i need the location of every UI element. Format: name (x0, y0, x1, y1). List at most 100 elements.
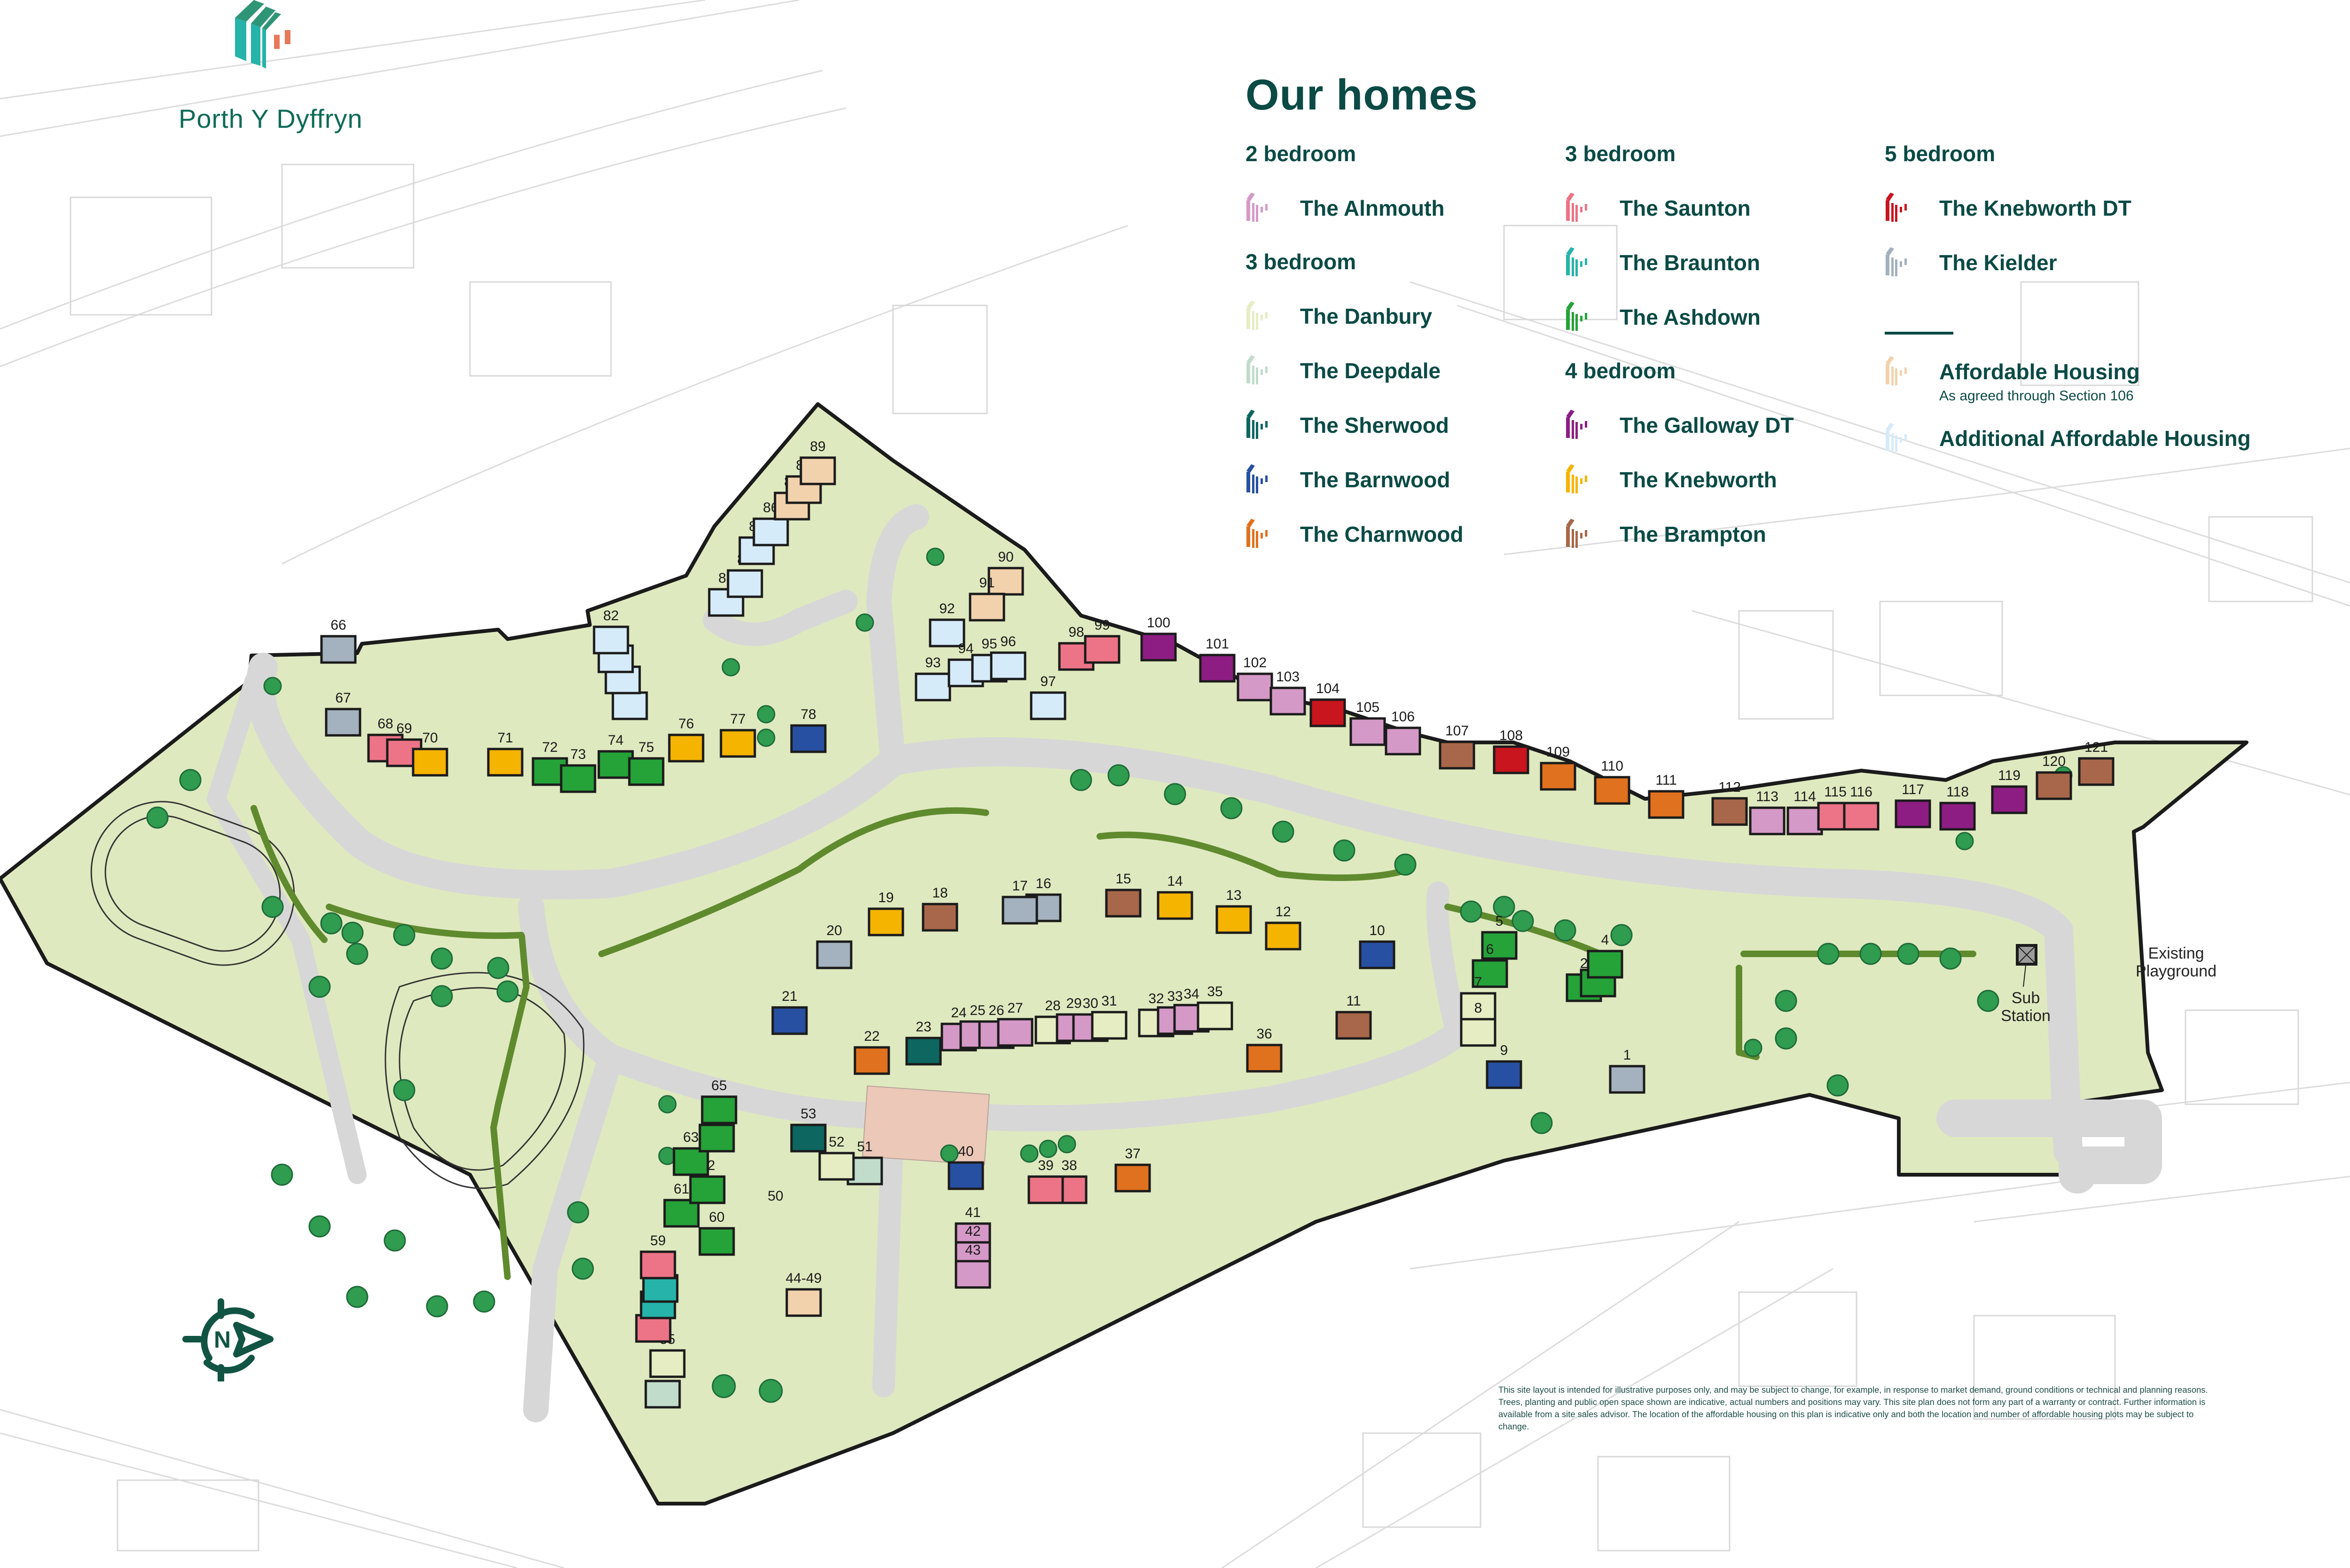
plot-5[interactable]: 5 (1481, 913, 1518, 960)
plot-108[interactable]: 108 (1493, 728, 1529, 774)
legend-item-ashdown[interactable]: The Ashdown (1565, 302, 1885, 331)
plot-20[interactable]: 20 (816, 923, 853, 969)
plot-114[interactable]: 114 (1786, 789, 1823, 835)
legend-item-deepdale[interactable]: The Deepdale (1246, 355, 1565, 384)
plot-106[interactable]: 106 (1385, 709, 1421, 756)
plot-19[interactable]: 19 (868, 890, 904, 936)
plot-70[interactable]: 70 (412, 730, 448, 777)
legend-item-sherwood[interactable]: The Sherwood (1246, 410, 1565, 439)
plot-8[interactable]: 8 (1460, 1000, 1496, 1047)
plot-66[interactable]: 66 (320, 617, 357, 664)
legend-item-galloway-dt[interactable]: The Galloway DT (1565, 410, 1885, 439)
plot-17[interactable]: 17 (1002, 878, 1038, 925)
plot-39[interactable]: 39 (1027, 1158, 1064, 1204)
plot-118[interactable]: 118 (1939, 784, 1976, 831)
plot-60[interactable]: 60 (698, 1209, 735, 1256)
plot-63[interactable]: 63 (673, 1130, 709, 1176)
plot-15[interactable]: 15 (1105, 871, 1142, 918)
plot-116[interactable]: 116 (1843, 784, 1880, 831)
plot-27[interactable]: 27 (997, 1000, 1034, 1047)
plot-number: 7 (1474, 975, 1482, 990)
plot-7[interactable]: 7 (1460, 975, 1496, 1021)
plot-12[interactable]: 12 (1265, 904, 1301, 951)
legend-item-barnwood[interactable]: The Barnwood (1246, 464, 1565, 493)
plot-35[interactable]: 35 (1197, 984, 1233, 1030)
plot-36[interactable]: 36 (1246, 1026, 1283, 1073)
plot-101[interactable]: 101 (1199, 636, 1236, 683)
legend-item-knebworth[interactable]: The Knebworth (1565, 464, 1885, 493)
plot-104[interactable]: 104 (1309, 681, 1346, 727)
legend-item-brampton[interactable]: The Brampton (1565, 519, 1885, 548)
legend-item-kielder[interactable]: The Kielder (1885, 247, 2308, 276)
plot-86[interactable]: 86 (752, 500, 789, 546)
plot-37[interactable]: 37 (1114, 1146, 1151, 1193)
legend-heading-2-bedroom: 2 bedroom (1246, 141, 1356, 166)
legend-item-alnmouth[interactable]: The Alnmouth (1246, 193, 1565, 222)
plot-number: 41 (965, 1205, 980, 1220)
legend-item-charnwood[interactable]: The Charnwood (1246, 519, 1565, 548)
plot-111[interactable]: 111 (1648, 772, 1684, 819)
plot-102[interactable]: 102 (1237, 655, 1273, 702)
plot-103[interactable]: 103 (1269, 669, 1306, 716)
legend-item-saunton[interactable]: The Saunton (1565, 193, 1885, 222)
plot-91[interactable]: 91 (969, 575, 1005, 622)
plot-105[interactable]: 105 (1349, 700, 1386, 746)
legend-item-knebworth-dt[interactable]: The Knebworth DT (1885, 193, 2308, 222)
plot-6[interactable]: 6 (1472, 942, 1508, 988)
plot-65[interactable]: 65 (701, 1078, 737, 1124)
plot-112[interactable]: 112 (1711, 780, 1748, 826)
plot-21[interactable]: 21 (771, 989, 808, 1035)
plot-52[interactable]: 52 (818, 1134, 855, 1181)
legend-item-braunton[interactable]: The Braunton (1565, 247, 1885, 276)
plot-4[interactable]: 4 (1587, 932, 1623, 979)
plot-13[interactable]: 13 (1215, 888, 1252, 934)
legend-item-danbury[interactable]: The Danbury (1246, 301, 1565, 330)
plot-10[interactable]: 10 (1359, 923, 1395, 969)
plot-71[interactable]: 71 (487, 730, 524, 777)
plot-110[interactable]: 110 (1594, 758, 1630, 805)
plot-78[interactable]: 78 (790, 707, 827, 753)
plot-119[interactable]: 119 (1991, 768, 2028, 814)
plot-77[interactable]: 77 (720, 711, 756, 758)
plot-96[interactable]: 96 (990, 634, 1026, 680)
plot-89[interactable]: 89 (799, 439, 836, 485)
plot-14[interactable]: 14 (1157, 874, 1193, 920)
plot-117[interactable]: 117 (1895, 782, 1931, 828)
plot-97[interactable]: 97 (1030, 674, 1066, 720)
plot-120[interactable]: 120 (2036, 754, 2072, 800)
plot-18[interactable]: 18 (922, 885, 958, 932)
plot-23[interactable]: 23 (905, 1019, 942, 1066)
plot-50[interactable]: 50 (768, 1188, 783, 1204)
plot-113[interactable]: 113 (1749, 789, 1786, 835)
plot-1[interactable]: 1 (1609, 1047, 1645, 1094)
house-footprint (412, 748, 448, 777)
plot-11[interactable]: 11 (1335, 993, 1372, 1040)
plot-number: 13 (1226, 888, 1241, 903)
legend-item-additional-affordable-housing[interactable]: Additional Affordable Housing (1885, 423, 2308, 452)
plot-22[interactable]: 22 (854, 1029, 890, 1075)
plot-59[interactable]: 59 (640, 1233, 676, 1279)
legend-item-affordable-housing[interactable]: Affordable Housing (1885, 356, 2308, 385)
plot-99[interactable]: 99 (1084, 617, 1120, 664)
plot-73[interactable]: 73 (560, 747, 596, 793)
plot-number: 120 (2042, 754, 2066, 769)
plot-31[interactable]: 31 (1091, 993, 1128, 1040)
plot-67[interactable]: 67 (325, 690, 361, 737)
plot-83[interactable]: 83 (708, 570, 744, 617)
plot-92[interactable]: 92 (929, 601, 965, 647)
plot-43[interactable]: 43 (955, 1242, 991, 1289)
house-footprint (560, 764, 596, 793)
plot-121[interactable]: 121 (2078, 740, 2115, 786)
plot-44-49[interactable]: 44-49 (785, 1271, 822, 1317)
plot-82[interactable]: 82 (593, 608, 629, 655)
plot-75[interactable]: 75 (628, 740, 665, 786)
plot-90[interactable]: 90 (987, 549, 1024, 596)
plot-76[interactable]: 76 (668, 716, 705, 763)
plot-53[interactable]: 53 (790, 1106, 827, 1153)
plot-61[interactable]: 61 (663, 1181, 700, 1228)
plot-9[interactable]: 9 (1486, 1043, 1522, 1089)
plot-100[interactable]: 100 (1140, 615, 1177, 662)
plot-107[interactable]: 107 (1439, 723, 1475, 770)
plot-40[interactable]: 40 (948, 1144, 984, 1190)
plot-109[interactable]: 109 (1540, 744, 1576, 791)
